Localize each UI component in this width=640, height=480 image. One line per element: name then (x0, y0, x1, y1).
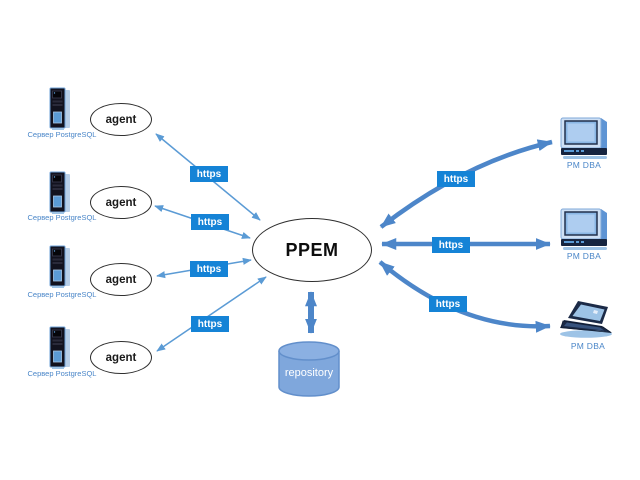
https-badge: https (429, 296, 467, 312)
server-tower-icon (48, 87, 72, 131)
agent-node: agent (90, 103, 152, 136)
server-tower-icon (48, 171, 72, 215)
server-label: Сервер PostgreSQL (27, 290, 97, 299)
desktop-computer-icon (557, 207, 609, 251)
server-label: Сервер PostgreSQL (27, 130, 97, 139)
laptop-icon (558, 300, 618, 342)
agent-node: agent (90, 341, 152, 374)
workstation-label: РМ DBA (566, 251, 602, 261)
repository-label: repository (284, 367, 334, 379)
database-cylinder-icon (278, 341, 340, 397)
agent-node: agent (90, 263, 152, 296)
server-tower-icon (48, 326, 72, 370)
ppem-hub-node: PPEM (252, 218, 372, 282)
repository-node: repository (277, 340, 341, 398)
workstation-label: РМ DBA (566, 160, 602, 170)
https-badge: https (191, 316, 229, 332)
server-label: Сервер PostgreSQL (27, 213, 97, 222)
desktop-computer-icon (557, 116, 609, 160)
https-badge: https (190, 261, 228, 277)
agent-node: agent (90, 186, 152, 219)
https-badge: https (432, 237, 470, 253)
server-label: Сервер PostgreSQL (27, 369, 97, 378)
workstation-label: РМ DBA (570, 341, 606, 351)
server-tower-icon (48, 245, 72, 289)
arrow-agent4-ppem (156, 276, 267, 352)
arrow-ppem-workstation3 (378, 260, 551, 333)
https-badge: https (190, 166, 228, 182)
https-badge: https (437, 171, 475, 187)
https-badge: https (191, 214, 229, 230)
